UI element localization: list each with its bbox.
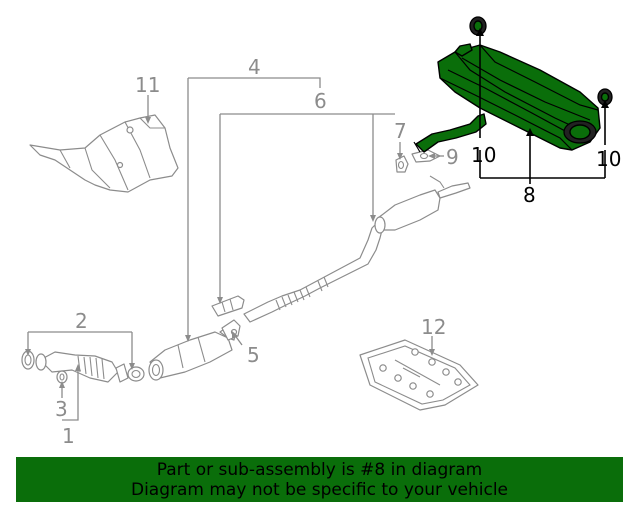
highlight-notice-banner: Part or sub-assembly is #8 in diagram Di… <box>16 457 623 502</box>
part-8-muffler[interactable] <box>413 43 601 153</box>
callout-1[interactable]: 1 <box>62 424 75 448</box>
callout-labels: 11 4 6 7 9 2 3 1 5 12 10 10 8 <box>55 55 621 448</box>
callout-12[interactable]: 12 <box>421 315 446 339</box>
callout-2[interactable]: 2 <box>75 309 88 333</box>
leader-arrowheads <box>25 28 609 388</box>
banner-line-disclaimer: Diagram may not be specific to your vehi… <box>130 480 508 500</box>
banner-line-part-number: Part or sub-assembly is #8 in diagram <box>156 460 483 480</box>
part-11-heat-shield[interactable] <box>29 114 179 193</box>
part-4-catalytic-converter[interactable] <box>148 324 237 381</box>
part-7-hanger[interactable] <box>395 155 409 173</box>
callout-5[interactable]: 5 <box>247 343 260 367</box>
callout-7[interactable]: 7 <box>394 119 407 143</box>
part-12-skid-plate[interactable] <box>359 339 479 411</box>
callout-10-right[interactable]: 10 <box>596 147 621 171</box>
callout-4[interactable]: 4 <box>248 55 261 79</box>
callout-8[interactable]: 8 <box>523 183 536 207</box>
callout-3[interactable]: 3 <box>55 397 68 421</box>
part-6-intermediate-pipe[interactable] <box>211 175 471 323</box>
part-10-insulator-right[interactable] <box>597 88 613 106</box>
callout-11[interactable]: 11 <box>135 73 160 97</box>
callout-10-left[interactable]: 10 <box>471 143 496 167</box>
callout-6[interactable]: 6 <box>314 89 327 113</box>
callout-9[interactable]: 9 <box>446 145 459 169</box>
